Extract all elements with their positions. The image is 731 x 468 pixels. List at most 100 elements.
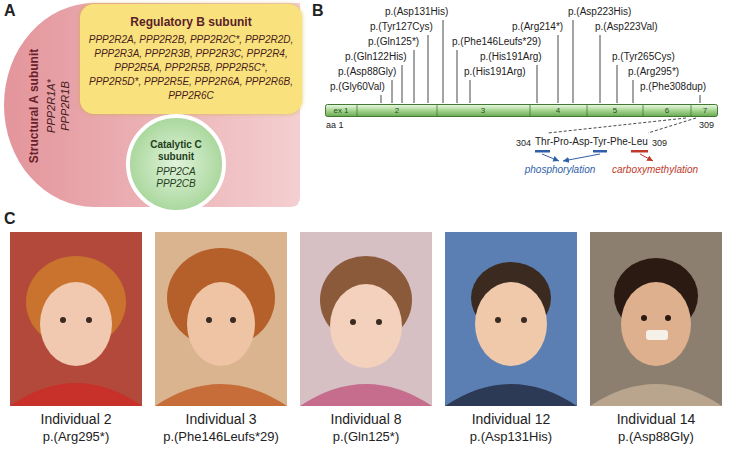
zoom-line: [548, 118, 686, 133]
photo-eye: [641, 315, 647, 321]
position-label: aa 1: [326, 119, 344, 131]
variant-label: p.(Phe146Leufs*29): [452, 36, 541, 48]
variant-label: p.(Tyr265Cys): [612, 51, 675, 63]
photo-face: [475, 282, 547, 366]
panel-letter: A: [4, 2, 16, 20]
leader-line: [443, 20, 444, 103]
variant-label: p.(Asp88Gly): [338, 66, 396, 78]
photo-eye: [230, 317, 236, 323]
individual-label: Individual 2: [41, 411, 112, 427]
photo-eye: [86, 317, 92, 323]
leader-line: [573, 20, 574, 103]
variant-label: p.(Gln122His): [345, 51, 407, 63]
gene-name: PPP2R1A*: [44, 79, 58, 133]
leader-line: [617, 65, 618, 103]
variant-label: p.(His191Arg): [464, 66, 526, 78]
photo-shirt: [445, 384, 577, 406]
variant-label: p.(Arg295*): [628, 66, 679, 78]
leader-line: [381, 95, 382, 103]
bar-shape: [326, 105, 718, 117]
exon-label: 5: [613, 104, 617, 117]
variant-label: p.(Arg214*): [512, 21, 563, 33]
variant-label: p.(Gly60Val): [330, 81, 385, 93]
site-arrow: [542, 154, 559, 161]
site-arrow: [640, 154, 653, 161]
photo-face: [621, 282, 691, 366]
leader-line: [633, 80, 634, 103]
site-bar: [631, 150, 648, 153]
individual-label: Individual 14: [617, 411, 696, 427]
photo-shirt: [300, 384, 432, 406]
photo-eye: [495, 317, 501, 323]
photo-eye: [665, 315, 671, 321]
portrait-photo: [155, 232, 287, 406]
photo-eye: [521, 317, 527, 323]
leader-line: [457, 50, 458, 103]
panel-letter: C: [4, 210, 16, 228]
position-label: 309: [699, 119, 714, 131]
variant-label: p.(His191Arg): [480, 51, 542, 63]
exon-divider: [437, 105, 438, 116]
variant-label: p.(Phe308dup): [640, 81, 706, 93]
variant-label: p.(Gln125*): [333, 429, 399, 444]
subunit-box: Regulatory B subunitPPP2R2A, PPP2R2B, PP…: [80, 4, 302, 114]
modification-label: carboxymethylation: [612, 164, 698, 176]
leader-line: [700, 95, 701, 103]
photo-eye: [376, 319, 382, 325]
gene-name: PPP2CB: [156, 178, 195, 190]
subunit-title: Regulatory B subunit: [88, 15, 294, 29]
exon-divider: [587, 105, 588, 116]
exon-label: 6: [665, 104, 669, 117]
bar-outline: [325, 104, 718, 117]
leader-line: [428, 35, 429, 103]
protein-bar: ex 1234567: [325, 104, 718, 117]
photo-shirt: [10, 383, 142, 406]
exon-label: 7: [703, 104, 707, 117]
individual-label: Individual 3: [186, 411, 257, 427]
leader-line: [402, 65, 403, 103]
sequence-label: Thr-Pro-Asp-Tyr-Phe-Leu: [535, 136, 648, 148]
photo-tape: [646, 330, 668, 340]
individual-label: Individual 12: [472, 411, 551, 427]
portrait-photo: [300, 232, 432, 406]
photo-ground: [10, 232, 142, 406]
exon-divider: [643, 105, 644, 116]
leader-line: [558, 35, 559, 103]
photo-ground: [300, 232, 432, 406]
individual-label: Individual 8: [331, 411, 402, 427]
photo-shirt: [155, 384, 287, 406]
photo-eye: [350, 319, 356, 325]
panel-letter: B: [312, 2, 324, 20]
exon-divider: [691, 105, 692, 116]
variant-label: p.(Asp88Gly): [618, 429, 694, 444]
site-bar: [593, 150, 607, 153]
leader-line: [537, 65, 538, 103]
portrait-photo: [445, 232, 577, 406]
portrait-photo: [590, 232, 722, 406]
portrait-photo: [10, 232, 142, 406]
variant-label: p.(Arg295*): [43, 429, 109, 444]
photo-eye: [60, 317, 66, 323]
subunit-title: Structural A subunit: [27, 49, 41, 163]
leader-line: [600, 35, 601, 103]
variant-label: p.(Tyr127Cys): [370, 21, 433, 33]
photo-eye: [206, 317, 212, 323]
exon-label: 3: [481, 104, 485, 117]
leader-line: [392, 80, 393, 103]
photo-ground: [155, 232, 287, 406]
modification-label: phosphorylation: [525, 164, 596, 176]
exon-label: ex 1: [333, 104, 348, 117]
photo-shirt: [590, 384, 722, 406]
gene-name: PPP2R1B: [58, 81, 72, 131]
gene-name: PPP2CA: [156, 166, 195, 178]
variant-label: p.(Phe146Leufs*29): [163, 429, 279, 444]
exon-divider: [530, 105, 531, 116]
gene-name: PPP2R2A, PPP2R2B, PPP2R2C*, PPP2R2D, PPP…: [88, 33, 294, 103]
circle-shape: [128, 116, 224, 212]
photo-face: [330, 284, 402, 368]
photo-ground: [590, 232, 722, 406]
variant-label: p.(Asp223Val): [595, 21, 658, 33]
position-label: 309: [652, 137, 667, 149]
variant-label: p.(Asp131His): [470, 429, 552, 444]
